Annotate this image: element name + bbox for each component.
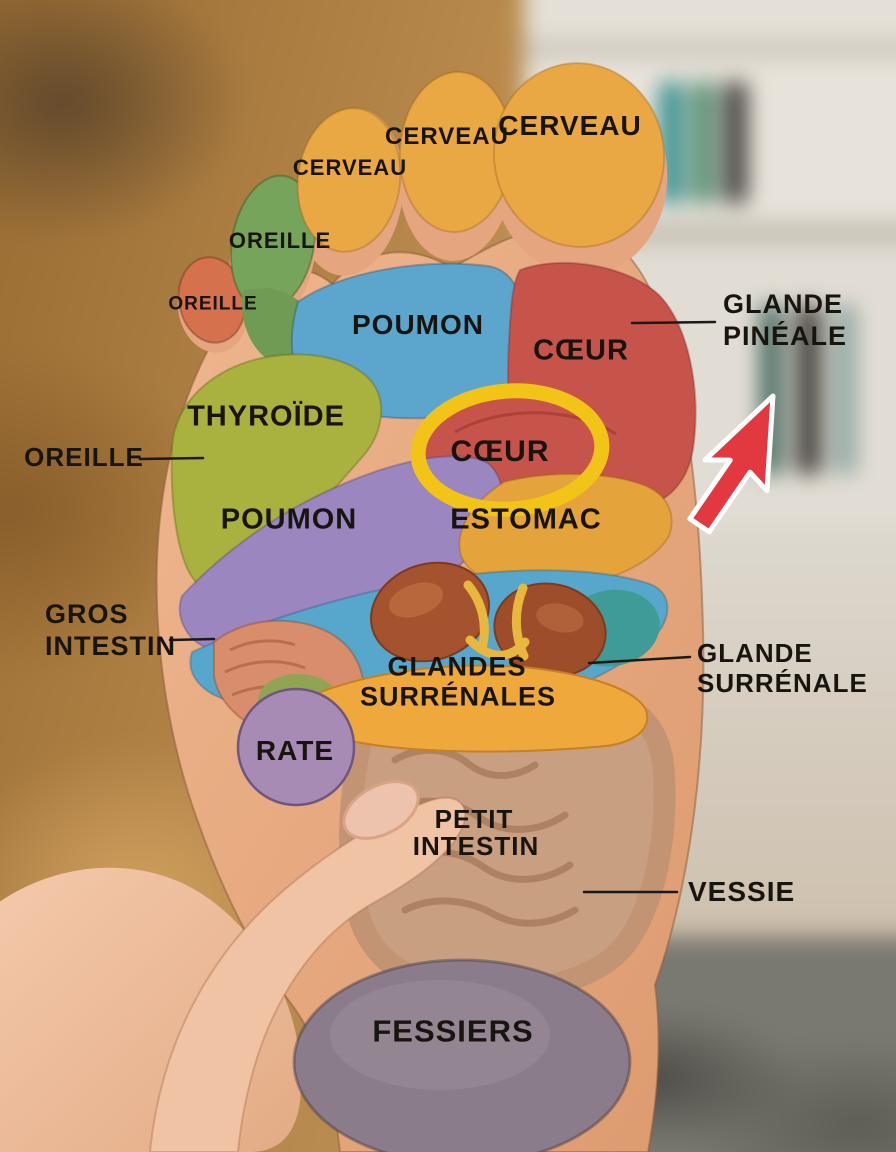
label-cerveau-second-toe: CERVEAU	[385, 123, 509, 150]
thumb-nail	[342, 780, 420, 840]
zone-rate	[236, 687, 356, 807]
organ-pancreas-band	[300, 664, 649, 753]
callout-oreille: OREILLE	[24, 442, 144, 472]
highlight-circle	[410, 383, 610, 517]
zone-cerveau-third-toe	[296, 107, 402, 253]
label-estomac: ESTOMAC	[450, 503, 602, 536]
callout-glande-surrenale-line1: GLANDE	[697, 638, 813, 668]
ureter-tubes	[463, 580, 530, 661]
callout-glande-pineale-line2: PINÉALE	[723, 321, 848, 351]
leader-gros-intestin	[168, 637, 216, 642]
label-oreille-fourth-toe: OREILLE	[228, 228, 332, 253]
zone-cerveau-big-toe	[492, 62, 666, 248]
label-coeur-highlighted: CŒUR	[450, 435, 550, 468]
callout-gros-intestin-line2: INTESTIN	[45, 631, 177, 661]
label-cerveau-third-toe: CERVEAU	[292, 155, 408, 180]
label-fessiers: FESSIERS	[372, 1013, 534, 1049]
leader-oreille	[138, 456, 205, 461]
label-poumon-arch: POUMON	[220, 503, 358, 536]
label-petit-intestin-line1: PETIT	[434, 804, 514, 834]
pointer-arrow-icon	[687, 393, 776, 535]
label-glandes-surrenales-line1: GLANDES	[387, 651, 527, 682]
label-coeur-upper: CŒUR	[533, 334, 629, 367]
book-spine	[724, 82, 747, 203]
label-rate: RATE	[255, 735, 335, 766]
holding-thumb	[148, 796, 467, 1152]
zone-thyroide	[170, 353, 383, 602]
label-glandes-surrenales-line2: SURRÉNALES	[359, 681, 557, 712]
callout-gros-intestin-line1: GROS	[45, 599, 129, 629]
leader-glande-surrenale	[587, 655, 692, 665]
book-spine	[833, 305, 856, 474]
kidney-highlight	[536, 603, 584, 633]
organ-kidney-left	[370, 561, 490, 663]
leader-lines	[138, 320, 717, 894]
label-poumon-upper: POUMON	[352, 309, 484, 340]
label-cerveau-big-toe: CERVEAU	[498, 110, 642, 141]
label-petit-intestin-line2: INTESTIN	[412, 831, 540, 861]
leader-glande-pineale	[630, 320, 717, 325]
book-spine	[796, 305, 820, 474]
heel-highlight	[330, 980, 550, 1090]
callout-glande-surrenale-line2: SURRÉNALE	[697, 668, 868, 698]
label-thyroide: THYROÏDE	[187, 400, 345, 433]
kidney-highlight	[388, 582, 444, 618]
book-spine	[692, 82, 715, 203]
label-oreille-little-toe: OREILLE	[168, 293, 258, 315]
callout-vessie: VESSIE	[688, 876, 796, 907]
callout-glande-pineale-line1: GLANDE	[723, 289, 843, 319]
